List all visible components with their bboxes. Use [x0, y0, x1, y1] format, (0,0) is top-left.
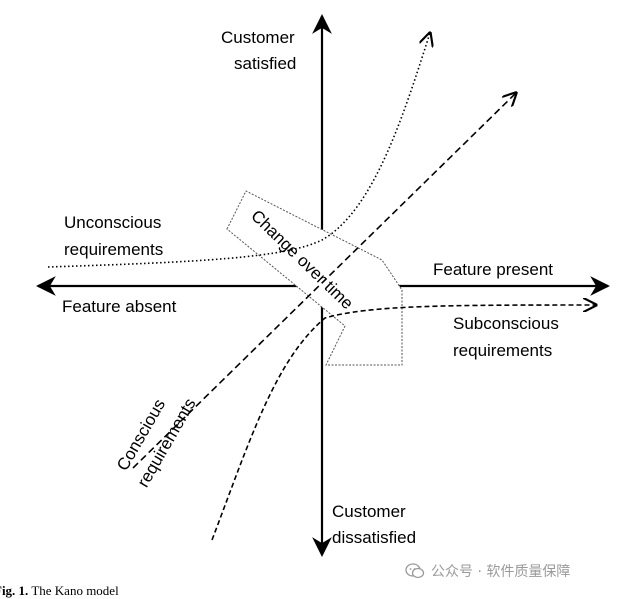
- customer-satisfied-label-line1: Customer: [221, 28, 295, 47]
- unconscious-label-line2: requirements: [64, 240, 163, 259]
- figure-caption-text: The Kano model: [31, 583, 119, 598]
- feature-present-label: Feature present: [433, 260, 553, 279]
- unconscious-requirements-curve: [47, 33, 430, 268]
- figure-number: Fig. 1.: [0, 583, 29, 598]
- customer-dissatisfied-label-line2: dissatisfied: [332, 528, 416, 547]
- figure-caption: Fig. 1. The Kano model: [0, 583, 119, 599]
- customer-dissatisfied-label-line1: Customer: [332, 502, 406, 521]
- watermark: 公众号 · 软件质量保障: [405, 561, 570, 581]
- watermark-text: 公众号 · 软件质量保障: [431, 564, 571, 580]
- wechat-icon: [405, 563, 425, 579]
- change-over-time-arrow: [226, 190, 403, 366]
- feature-absent-label: Feature absent: [62, 297, 177, 316]
- subconscious-label-line2: requirements: [453, 341, 552, 360]
- unconscious-label-line1: Unconscious: [64, 213, 161, 232]
- customer-satisfied-label-line2: satisfied: [234, 54, 296, 73]
- subconscious-label-line1: Subconscious: [453, 314, 559, 333]
- conscious-requirements-line: [132, 93, 516, 469]
- subconscious-requirements-curve: [211, 305, 596, 541]
